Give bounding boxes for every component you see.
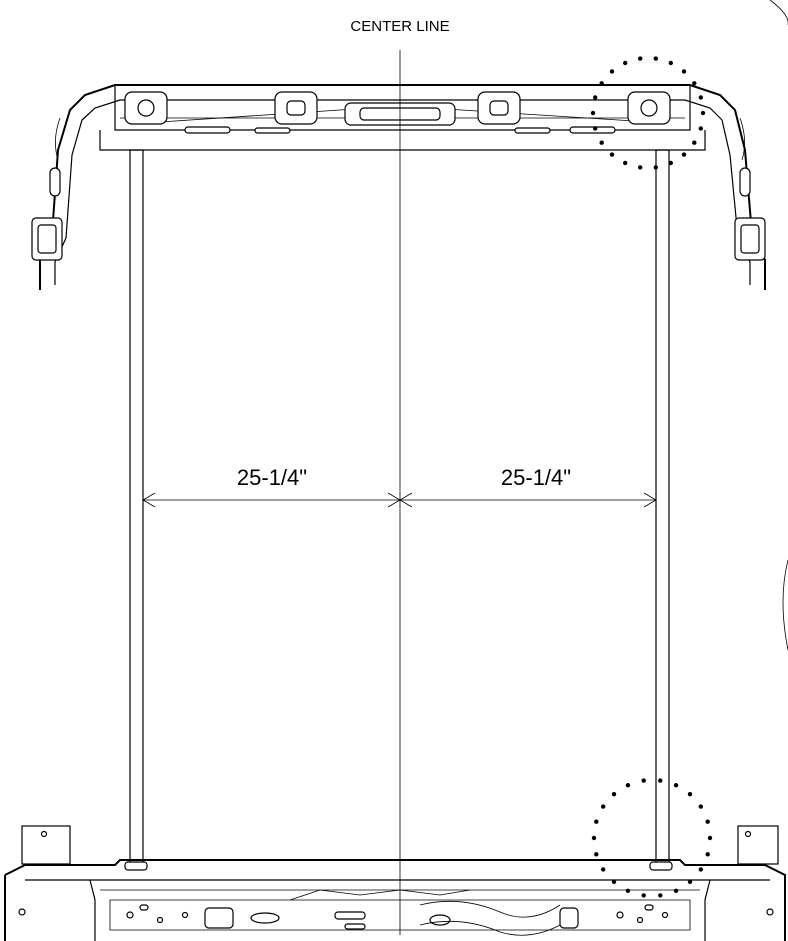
callout-dot: [623, 160, 628, 166]
center-line-label: CENTER LINE: [350, 18, 449, 35]
callout-dot: [601, 804, 606, 809]
callout-dot: [658, 893, 663, 898]
bottom-crossbar: [4, 825, 786, 941]
callout-dot: [698, 126, 703, 131]
callout-dot: [594, 852, 599, 857]
callout-dot: [590, 110, 596, 116]
left-post: [129, 149, 144, 866]
callout-dot: [609, 69, 615, 74]
callout-dot: [705, 819, 710, 824]
edge-arc: [769, 0, 788, 651]
left-dimension-label: 25-1/4": [237, 465, 307, 490]
callout-dot: [707, 835, 713, 841]
callout-dot: [705, 852, 710, 857]
callout-dot: [625, 783, 631, 788]
callout-dot: [692, 140, 697, 145]
callout-dot: [611, 879, 617, 884]
right-dimension-label: 25-1/4": [501, 465, 571, 490]
right-post: [655, 149, 670, 866]
callout-dot: [687, 792, 693, 797]
callout-dot: [698, 804, 703, 809]
callout-dot: [700, 110, 706, 116]
callout-dot: [641, 778, 646, 783]
callout-dot: [609, 152, 615, 157]
callout-dot: [593, 126, 598, 131]
callout-dot: [599, 140, 604, 145]
callout-dot: [668, 60, 673, 66]
bracket-right-inner-icon: [477, 91, 521, 125]
bracket-left-inner-icon: [274, 91, 318, 125]
callout-dot: [698, 867, 703, 872]
callout-dot: [591, 835, 597, 841]
right-dimension-arrow: [399, 492, 657, 508]
bracket-left-outer-icon: [124, 91, 168, 125]
callout-dot: [658, 778, 663, 783]
callout-dot: [593, 95, 598, 100]
callout-dot: [698, 95, 703, 100]
callout-dot: [641, 893, 646, 898]
callout-dot: [673, 783, 679, 788]
callout-dot: [653, 56, 658, 61]
top-crossbar: [31, 84, 766, 290]
callout-dot: [681, 152, 687, 157]
callout-dot: [692, 81, 697, 86]
callout-dot: [673, 888, 679, 893]
callout-dot: [638, 165, 643, 170]
callout-dot: [594, 819, 599, 824]
callout-dot: [625, 888, 631, 893]
top-right-callout-icon: [590, 56, 706, 170]
callout-dot: [599, 81, 604, 86]
callout-dot: [653, 165, 658, 170]
callout-dot: [668, 160, 673, 166]
callout-dot: [623, 60, 628, 66]
callout-dot: [687, 879, 693, 884]
callout-dot: [681, 69, 687, 74]
callout-dot: [638, 56, 643, 61]
bottom-right-callout-icon: [591, 778, 713, 898]
callout-dot: [611, 792, 617, 797]
callout-dot: [601, 867, 606, 872]
left-dimension-arrow: [142, 492, 401, 508]
bracket-right-outer-icon: [627, 91, 671, 125]
